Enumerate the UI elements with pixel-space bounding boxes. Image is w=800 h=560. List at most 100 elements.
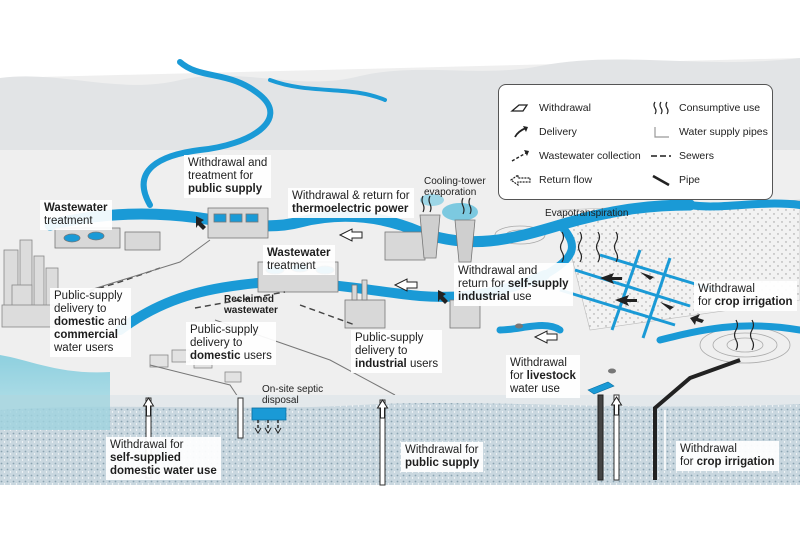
legend-item-withdrawal: Withdrawal: [509, 101, 591, 115]
label-public-supply-withdrawal: Withdrawal and treatment for public supp…: [184, 155, 272, 198]
label-line: return for: [458, 278, 508, 290]
withdrawal-arrows: [196, 216, 704, 325]
label-line-bold: domestic: [54, 316, 105, 328]
legend-item-sewers: Sewers: [649, 149, 714, 163]
sewers-icon: [651, 155, 671, 157]
label-line: Reclaimed: [224, 294, 275, 305]
label-line: Public-supply: [190, 324, 259, 336]
label-line-bold: crop irrigation: [714, 296, 793, 308]
legend-label: Wastewater collection: [539, 150, 641, 162]
well-withdrawal-arrows: [142, 396, 623, 419]
label-public-industrial: Public-supply delivery to industrial use…: [351, 330, 443, 373]
label-line-bold: livestock: [526, 370, 576, 382]
legend-item-consumptive-use: Consumptive use: [649, 101, 760, 115]
label-line: Withdrawal: [510, 357, 567, 369]
label-line: evaporation: [424, 187, 477, 198]
label-line: delivery to: [54, 303, 107, 315]
label-line: Withdrawal and: [188, 157, 268, 169]
label-line: Withdrawal for: [405, 444, 479, 456]
label-line-bold: commercial: [54, 329, 118, 341]
label-line: Withdrawal for: [110, 439, 184, 451]
label-line-bold: domestic water use: [110, 465, 217, 477]
label-line-bold: public supply: [405, 457, 480, 469]
label-industrial-withdrawal: Withdrawal and return for self-supply in…: [454, 263, 573, 306]
wastewater-collection-icon: [511, 150, 529, 162]
label-line-bold: public supply: [188, 183, 263, 195]
label-line-bold: self-supplied: [110, 452, 181, 464]
label-line: delivery to: [355, 345, 408, 357]
label-thermoelectric: Withdrawal & return for thermoelectric p…: [288, 188, 414, 218]
legend-label: Withdrawal: [539, 102, 591, 114]
power-plant: [384, 214, 476, 263]
label-wastewater-treatment-center: Wastewater treatment: [263, 245, 335, 275]
legend-item-wastewater: Wastewater collection: [509, 149, 641, 163]
return-flow-icon: [509, 173, 531, 187]
label-line: Public-supply: [54, 290, 123, 302]
label-public-domestic: Public-supply delivery to domestic users: [186, 322, 276, 365]
label-line-bold: Wastewater: [44, 202, 108, 214]
label-line: treatment: [267, 260, 316, 272]
label-crop-irrigation-upper: Withdrawal for crop irrigation: [694, 281, 797, 311]
label-line: Withdrawal & return for: [292, 190, 410, 202]
pipe-icon: [652, 174, 670, 187]
label-cooling-tower: Cooling-tower evaporation: [424, 176, 486, 198]
legend-item-pipe: Pipe: [649, 173, 700, 187]
legend-item-delivery: Delivery: [509, 125, 577, 139]
legend-label: Consumptive use: [679, 102, 761, 114]
coastal-water: [0, 395, 110, 430]
label-public-domestic-commercial: Public-supply delivery to domestic and c…: [50, 288, 131, 357]
cooling-pond: [442, 203, 478, 221]
label-line-bold: industrial: [458, 291, 510, 303]
label-line: disposal: [262, 395, 299, 406]
withdrawal-icon: [510, 104, 529, 112]
water-supply-pipes-icon: [654, 127, 669, 138]
label-line-bold: Wastewater: [267, 247, 331, 259]
label-reclaimed-wastewater: Reclaimed wastewater: [224, 294, 278, 316]
legend-label: Pipe: [679, 174, 701, 186]
public-supply-plant: [207, 207, 269, 239]
label-line: delivery to: [190, 337, 243, 349]
label-line: water use: [510, 383, 560, 395]
label-line-bold: industrial: [355, 358, 407, 370]
label-line: Cooling-tower: [424, 176, 486, 187]
label-line: treatment: [44, 215, 93, 227]
label-line: for: [698, 296, 715, 308]
city-buildings: [1, 239, 63, 328]
label-line: for: [680, 456, 697, 468]
legend-label: Water supply pipes: [679, 126, 768, 138]
label-line: Withdrawal: [680, 443, 737, 455]
label-line: and: [104, 316, 127, 328]
consumptive-use-marks: [421, 195, 755, 351]
legend-item-water-supply-pipes: Water supply pipes: [649, 125, 768, 139]
label-line: On-site septic: [262, 384, 324, 395]
label-self-supplied-domestic: Withdrawal for self-supplied domestic wa…: [106, 437, 221, 480]
label-line: users: [240, 350, 272, 362]
label-line: Withdrawal: [698, 283, 755, 295]
legend: Withdrawal Delivery Wastewater collectio…: [498, 84, 773, 200]
label-line: for: [510, 370, 527, 382]
consumptive-use-icon: [653, 101, 669, 115]
label-line: Withdrawal and: [458, 265, 538, 277]
livestock-trough: [587, 381, 615, 395]
legend-label: Return flow: [539, 174, 593, 186]
vapor-plume-left: [420, 194, 444, 206]
label-line-bold: thermoelectric power: [292, 203, 409, 215]
return-flow-arrows: [338, 228, 558, 344]
irrigation-flow-arrows: [600, 272, 674, 310]
legend-label: Sewers: [679, 150, 715, 162]
label-line-bold: crop irrigation: [696, 456, 775, 468]
label-line-bold: domestic: [190, 350, 241, 362]
label-wastewater-treatment-left: Wastewater treatment: [40, 200, 112, 230]
label-evapotranspiration: Evapotranspiration: [545, 208, 629, 219]
label-line: users: [406, 358, 439, 370]
septic-system: [251, 407, 287, 434]
label-line-bold: self-supply: [507, 278, 569, 290]
label-line: water users: [54, 342, 114, 354]
label-line: Public-supply: [355, 332, 424, 344]
legend-item-return-flow: Return flow: [509, 173, 592, 187]
label-line: treatment for: [188, 170, 254, 182]
label-public-supply-ground: Withdrawal for public supply: [401, 442, 484, 472]
label-crop-irrigation-lower: Withdrawal for crop irrigation: [676, 441, 779, 471]
delivery-icon: [514, 126, 528, 138]
